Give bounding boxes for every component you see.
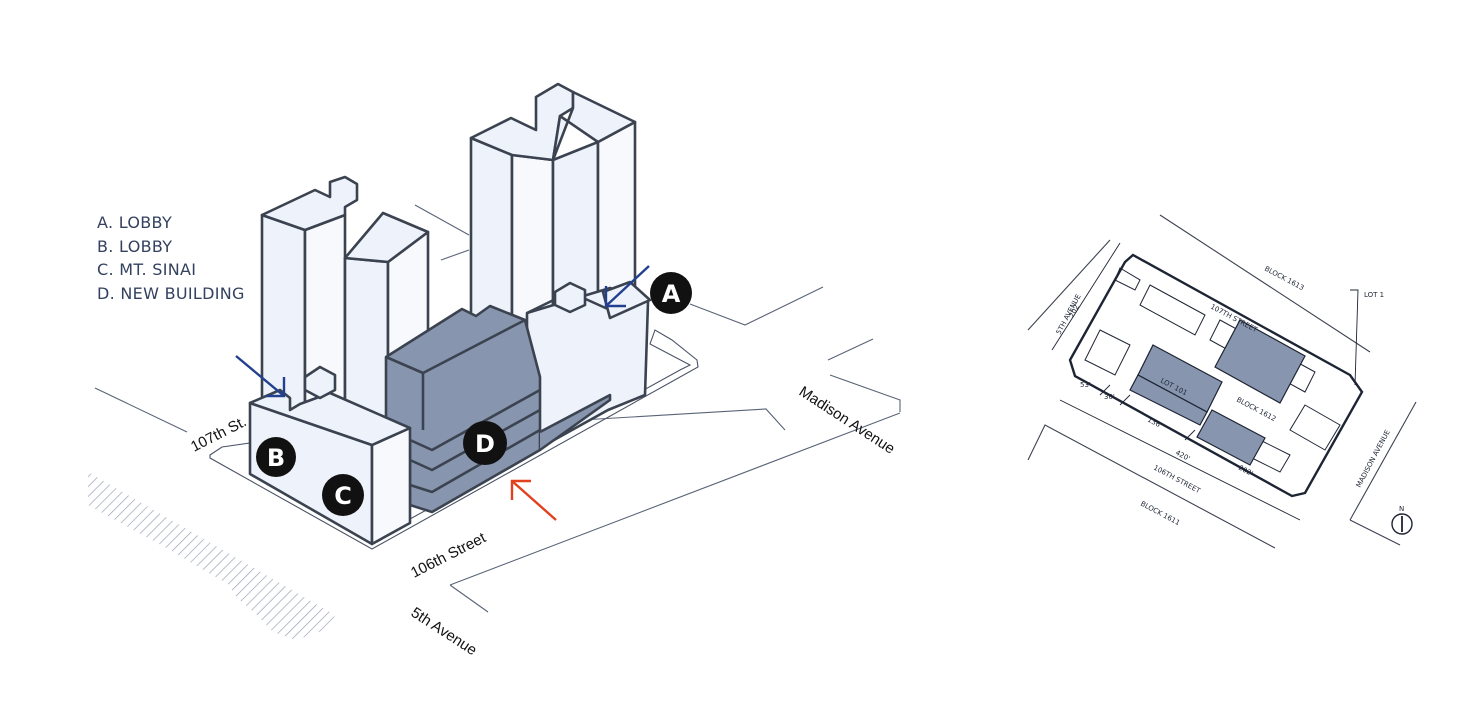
block-1612-outline	[1068, 253, 1364, 498]
svg-text:B: B	[267, 444, 285, 472]
site-plan-streets	[1027, 214, 1417, 549]
label-107th-street: 107TH STREET	[1209, 303, 1259, 335]
label-block-1611: BLOCK 1611	[1139, 500, 1181, 527]
label-block-1612: BLOCK 1612	[1235, 396, 1277, 423]
legend-item-a: A. LOBBY	[97, 213, 173, 232]
label-madison-avenue: MADISON AVENUE	[1355, 429, 1392, 489]
svg-text:C: C	[334, 482, 352, 510]
dim-53: 53'	[1080, 381, 1091, 389]
badge-a: A	[650, 272, 692, 314]
arrow-b	[235, 355, 286, 398]
label-5th-avenue: 5th Avenue	[408, 604, 480, 659]
label-lot-1: LOT 1	[1364, 291, 1384, 299]
badge-b: B	[256, 437, 296, 477]
dim-202: 202'	[1237, 464, 1254, 478]
lot-shaded-south	[1196, 409, 1266, 466]
legend-item-b: B. LOBBY	[97, 236, 173, 256]
park-hatch	[88, 472, 335, 640]
badge-c: C	[322, 474, 364, 516]
arrow-d	[510, 479, 557, 521]
building-d	[384, 304, 612, 514]
label-block-1613: BLOCK 1613	[1263, 265, 1305, 292]
label-106th-street: 106th Street	[408, 529, 489, 582]
lot-shaded-north	[1214, 319, 1306, 404]
building-a	[525, 280, 652, 457]
label-106th-street: 106TH STREET	[1152, 464, 1202, 496]
legend: A. LOBBY B. LOBBY C. MT. SINAI D. NEW BU…	[97, 211, 245, 305]
dim-420: 420'	[1174, 449, 1191, 463]
legend-item-d: D. NEW BUILDING	[97, 283, 245, 303]
dim-136: 136'	[1146, 416, 1163, 430]
svg-text:N: N	[1399, 505, 1404, 513]
badge-d: D	[463, 421, 507, 465]
dim-30: 30'	[1104, 393, 1115, 401]
legend-item-c: C. MT. SINAI	[97, 260, 197, 279]
axonometric-view: A B C D 107th St. 106th Street Madison A…	[88, 82, 901, 659]
north-arrow-icon: N	[1391, 505, 1413, 535]
dimension-lines	[1051, 242, 1359, 521]
svg-text:D: D	[475, 430, 495, 458]
site-plan: BLOCK 1613 107TH STREET LOT 1 LOT 101 BL…	[1027, 214, 1417, 549]
svg-text:A: A	[662, 280, 681, 308]
arrow-a	[604, 265, 650, 308]
